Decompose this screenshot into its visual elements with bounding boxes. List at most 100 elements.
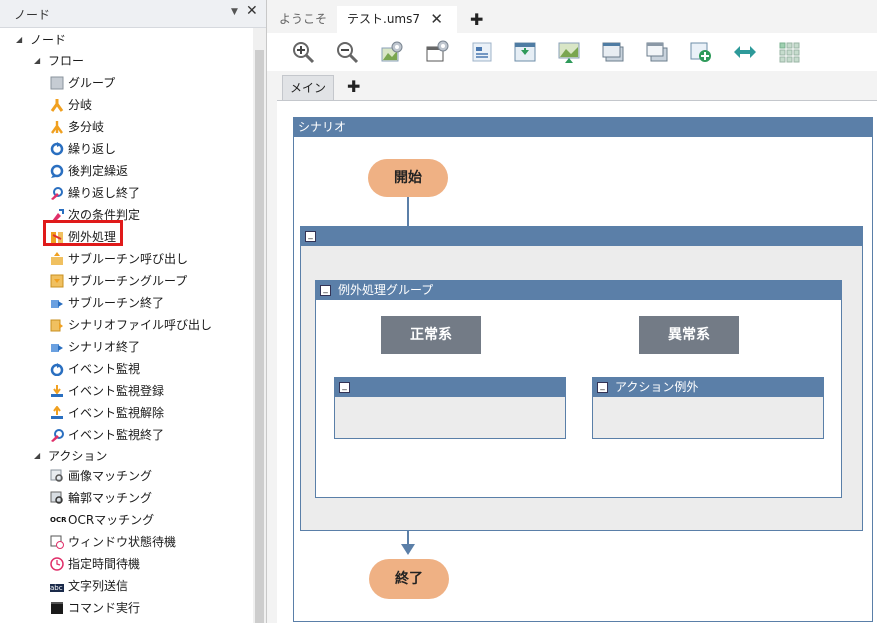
tree-item-label: 指定時間待機 xyxy=(68,557,141,571)
abnormal-branch-label[interactable]: 異常系 xyxy=(639,316,739,354)
tree-category-flow[interactable]: ◢ フロー xyxy=(0,51,250,71)
panel-close-icon[interactable]: ✕ xyxy=(246,3,258,19)
collapse-icon[interactable]: _ xyxy=(320,285,331,296)
expand-icon[interactable]: ◢ xyxy=(16,35,23,44)
properties-icon[interactable] xyxy=(469,39,495,65)
tree-item-label: イベント監視解除 xyxy=(68,406,165,420)
tree-item[interactable]: イベント監視終了 xyxy=(0,425,250,445)
multi-branch-icon xyxy=(51,121,63,134)
tree-item[interactable]: サブルーチン呼び出し xyxy=(0,249,250,269)
collapse-icon[interactable]: _ xyxy=(305,231,316,242)
subroutine-call-icon xyxy=(51,252,63,265)
layered-windows-icon[interactable] xyxy=(600,39,626,65)
event-register-icon xyxy=(51,385,63,397)
event-watch-icon xyxy=(50,363,64,376)
tree-item-label: 次の条件判定 xyxy=(68,208,141,222)
exception-icon xyxy=(51,232,63,243)
tab-welcome[interactable]: ようこそ xyxy=(279,12,328,26)
tree-item[interactable]: イベント監視登録 xyxy=(0,381,250,401)
tree-item[interactable]: サブルーチン終了 xyxy=(0,293,250,313)
expand-icon[interactable]: ◢ xyxy=(34,451,41,460)
tree-item[interactable]: 繰り返し終了 xyxy=(0,183,250,203)
tree-item[interactable]: 多分岐 xyxy=(0,117,250,137)
tree-item[interactable]: イベント監視 xyxy=(0,359,250,379)
tree-item-label: イベント監視終了 xyxy=(68,428,165,442)
stacked-windows-icon[interactable] xyxy=(644,39,670,65)
tree-item[interactable]: シナリオ終了 xyxy=(0,337,250,357)
branch-icon xyxy=(50,99,64,112)
tree-item[interactable]: イベント監視解除 xyxy=(0,403,250,423)
tree-item-label: サブルーチン終了 xyxy=(68,296,165,310)
tree-item-label: 繰り返し終了 xyxy=(68,186,141,200)
zoom-out-icon[interactable] xyxy=(334,39,360,65)
tree-scrollbar[interactable] xyxy=(253,28,266,623)
tab-test-ums7[interactable]: テスト.ums7 ✕ xyxy=(337,6,457,33)
tree-root[interactable]: ◢ ノード xyxy=(0,30,250,50)
event-unregister-icon xyxy=(51,406,63,419)
action-exception-header[interactable]: _ アクション例外 xyxy=(593,378,823,397)
tree-item[interactable]: サブルーチングループ xyxy=(0,271,250,291)
loop-icon xyxy=(50,142,64,156)
clock-icon xyxy=(50,557,64,571)
tree-item-label: 分岐 xyxy=(68,98,93,112)
post-loop-icon xyxy=(50,164,64,178)
tree-item-label: 文字列送信 xyxy=(68,579,129,593)
tree-item[interactable]: 例外処理 xyxy=(0,227,250,247)
flow-canvas[interactable]: シナリオ 開始 終了 _ _ 例 xyxy=(277,100,877,624)
export-icon[interactable] xyxy=(512,39,538,65)
tab-close-icon[interactable]: ✕ xyxy=(430,10,443,28)
panel-dropdown-icon[interactable]: ▼ xyxy=(231,7,238,17)
panel-header: ノード ▼ ✕ xyxy=(0,0,266,28)
tree-item[interactable]: 輪郭マッチング xyxy=(0,488,250,508)
scroll-thumb[interactable] xyxy=(255,50,264,623)
tree-item-label: シナリオ終了 xyxy=(68,340,141,354)
scenario-title: シナリオ xyxy=(298,120,347,134)
normal-container-header[interactable]: _ xyxy=(335,378,565,397)
tree-item[interactable]: 次の条件判定 xyxy=(0,205,250,225)
exception-group[interactable]: _ 例外処理グループ xyxy=(315,280,842,498)
add-node-icon[interactable] xyxy=(688,39,714,65)
tree-item-label: 例外処理 xyxy=(68,230,117,244)
tree-item-label: 多分岐 xyxy=(68,120,105,134)
group-icon xyxy=(50,76,64,90)
normal-branch-label[interactable]: 正常系 xyxy=(381,316,481,354)
tree-item[interactable]: 分岐 xyxy=(0,95,250,115)
tree-item[interactable]: 繰り返し xyxy=(0,139,250,159)
swap-icon[interactable] xyxy=(732,39,758,65)
window-settings-icon[interactable] xyxy=(424,39,450,65)
add-sheet-button[interactable]: ✚ xyxy=(347,77,361,96)
expand-icon[interactable]: ◢ xyxy=(34,56,41,65)
tree-item[interactable]: 後判定繰返 xyxy=(0,161,250,181)
tree-category-action[interactable]: ◢ アクション xyxy=(0,446,250,466)
tree-item[interactable]: シナリオファイル呼び出し xyxy=(0,315,250,335)
end-node[interactable]: 終了 xyxy=(369,559,449,599)
tree-item-label: グループ xyxy=(68,76,116,90)
tree-item[interactable]: ウィンドウ状態待機 xyxy=(0,532,250,552)
collapse-icon[interactable]: _ xyxy=(339,382,350,393)
exception-group-header[interactable]: _ 例外処理グループ xyxy=(316,281,841,300)
scenario-header[interactable]: シナリオ xyxy=(294,118,872,137)
image-match-icon xyxy=(50,469,63,482)
start-node[interactable]: 開始 xyxy=(368,159,448,197)
zoom-in-icon[interactable] xyxy=(290,39,316,65)
exception-container-header[interactable]: _ xyxy=(301,227,862,246)
tree-item[interactable]: コマンド実行 xyxy=(0,598,250,618)
scenario-container[interactable]: シナリオ xyxy=(293,117,873,622)
grid-icon[interactable] xyxy=(776,39,802,65)
image-settings-icon[interactable] xyxy=(379,39,405,65)
add-tab-button[interactable]: ✚ xyxy=(470,10,484,29)
exception-group-title: 例外処理グループ xyxy=(338,283,434,297)
tree-item[interactable]: 指定時間待機 xyxy=(0,554,250,574)
tree-item[interactable]: グループ xyxy=(0,73,250,93)
next-condition-icon xyxy=(52,209,64,222)
import-image-icon[interactable] xyxy=(556,39,582,65)
action-exception-container[interactable]: _ アクション例外 xyxy=(592,377,824,439)
collapse-icon[interactable]: _ xyxy=(597,382,608,393)
sheet-tabs: メイン ✚ xyxy=(277,72,877,100)
tree-item[interactable]: 画像マッチング xyxy=(0,466,250,486)
normal-container[interactable]: _ xyxy=(334,377,566,439)
tree-item-label: シナリオファイル呼び出し xyxy=(68,318,213,332)
tab-main[interactable]: メイン xyxy=(282,75,334,100)
